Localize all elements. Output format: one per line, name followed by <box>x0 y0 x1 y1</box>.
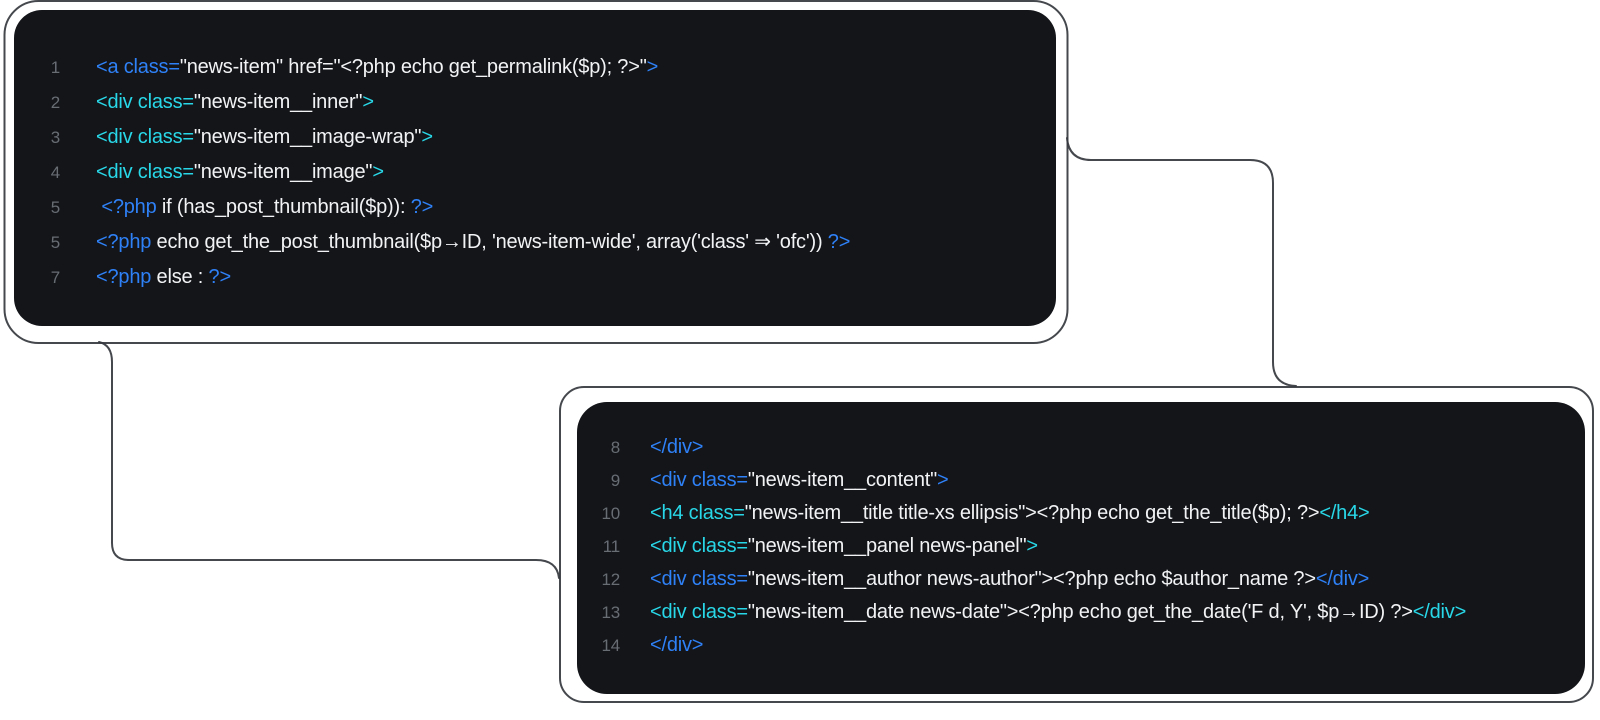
code-token: "news-item__date news-date"><?php echo g… <box>747 601 1413 623</box>
code-token: <?php <box>96 266 152 288</box>
code-line: 10 <h4 class="news-item__title title-xs e… <box>577 497 1565 530</box>
code-text: <?php if (has_post_thumbnail($p)): ?> <box>96 190 433 225</box>
line-number: 4 <box>50 163 60 182</box>
code-text: </div> <box>650 431 703 463</box>
code-token: ?> <box>410 196 434 218</box>
code-text: <div class="news-item__date news-date"><… <box>650 596 1466 628</box>
code-token: "news-item__content" <box>747 469 938 491</box>
code-token: <div class= <box>650 469 748 491</box>
code-token: "news-item__inner" <box>193 91 363 113</box>
code-token: "news-item__author news-author"><?php ec… <box>747 568 1316 590</box>
code-line: 7 <?php else : ?> <box>14 260 1036 295</box>
code-panel-bottom: 8</div>9<div class="news-item__content">… <box>577 402 1585 694</box>
code-token: echo get_the_post_thumbnail($p→ID, 'news… <box>151 231 828 253</box>
code-token: </div> <box>650 634 704 656</box>
code-token: ?> <box>208 266 232 288</box>
code-line: 5 <?php echo get_the_post_thumbnail($p→ID… <box>14 225 1036 260</box>
line-number: 5 <box>50 233 60 252</box>
code-token: > <box>421 126 433 148</box>
line-number: 12 <box>601 570 620 589</box>
code-token: <div class= <box>650 568 748 590</box>
code-token: <a class= <box>96 56 180 78</box>
line-number: 5 <box>50 198 60 217</box>
code-line: 2 <div class="news-item__inner"> <box>14 85 1036 120</box>
code-line: 3 <div class="news-item__image-wrap"> <box>14 120 1036 155</box>
code-line: 12 <div class="news-item__author news-aut… <box>577 563 1565 596</box>
panel-2-outline-ring <box>559 386 1594 703</box>
code-token: <h4 class= <box>650 502 745 524</box>
code-token: </div> <box>1412 601 1467 623</box>
code-text: <div class="news-item__author news-autho… <box>650 563 1369 595</box>
code-text: <h4 class="news-item__title title-xs ell… <box>650 497 1370 529</box>
code-token: <div class= <box>96 91 194 113</box>
code-token: > <box>362 91 374 113</box>
code-token: > <box>1026 535 1038 557</box>
code-token: "news-item" href="<?php echo get_permali… <box>179 56 647 78</box>
code-text: <?php echo get_the_post_thumbnail($p→ID,… <box>96 225 850 260</box>
line-number: 10 <box>601 504 620 523</box>
code-line: 4 <div class="news-item__image"> <box>14 155 1036 190</box>
code-token: > <box>372 161 384 183</box>
code-token: else : <box>151 266 209 288</box>
code-line: 11 <div class="news-item__panel news-pane… <box>577 530 1565 563</box>
line-number: 2 <box>50 93 60 112</box>
code-line: 13 <div class="news-item__date news-date"… <box>577 596 1565 629</box>
code-token: </h4> <box>1319 502 1370 524</box>
code-token: <div class= <box>96 161 194 183</box>
code-token: "news-item__image" <box>193 161 373 183</box>
line-number: 8 <box>610 438 620 457</box>
code-token: ?> <box>827 231 851 253</box>
line-number: 1 <box>50 58 60 77</box>
code-token: </div> <box>650 436 704 458</box>
code-token: </div> <box>1315 568 1370 590</box>
code-lines-top: 1 <a class="news-item" href="<?php echo g… <box>14 50 1036 295</box>
code-panel-top: 1 <a class="news-item" href="<?php echo g… <box>14 10 1056 326</box>
code-text: <?php else : ?> <box>96 260 231 295</box>
code-token: <div class= <box>650 535 748 557</box>
code-text: <div class="news-item__image"> <box>96 155 384 190</box>
code-text: <div class="news-item__panel news-panel"… <box>650 530 1038 562</box>
code-line: 8 </div> <box>577 431 1565 464</box>
code-token: <div class= <box>96 126 194 148</box>
code-token: <div class= <box>650 601 748 623</box>
code-token: "news-item__title title-xs ellipsis"><?p… <box>744 502 1320 524</box>
line-number: 14 <box>601 636 620 655</box>
code-lines-bottom: 8</div>9<div class="news-item__content">… <box>577 431 1565 662</box>
connector-left <box>98 341 560 579</box>
connector-right <box>1066 137 1297 387</box>
code-token: "news-item__panel news-panel" <box>747 535 1027 557</box>
code-token: > <box>937 469 949 491</box>
code-token: > <box>646 56 659 78</box>
code-text: </div> <box>650 629 703 661</box>
code-line: 1 <a class="news-item" href="<?php echo g… <box>14 50 1036 85</box>
code-text: <div class="news-item__image-wrap"> <box>96 120 433 155</box>
line-number: 7 <box>50 268 60 287</box>
code-text: <a class="news-item" href="<?php echo ge… <box>96 50 658 85</box>
line-number: 3 <box>50 128 60 147</box>
line-number: 9 <box>610 471 620 490</box>
code-line: 5 <?php if (has_post_thumbnail($p)): ?> <box>14 190 1036 225</box>
code-line: 9 <div class="news-item__content"> <box>577 464 1565 497</box>
code-text: <div class="news-item__inner"> <box>96 85 374 120</box>
code-token: <?php <box>101 196 157 218</box>
line-number: 11 <box>602 537 620 556</box>
code-token: <?php <box>96 231 152 253</box>
code-token: "news-item__image-wrap" <box>193 126 422 148</box>
line-number: 13 <box>601 603 620 622</box>
code-text: <div class="news-item__content"> <box>650 464 949 496</box>
code-token: if (has_post_thumbnail($p)): <box>156 196 411 218</box>
panel-1-outline-ring <box>3 0 1069 344</box>
code-line: 14 </div> <box>577 629 1565 662</box>
